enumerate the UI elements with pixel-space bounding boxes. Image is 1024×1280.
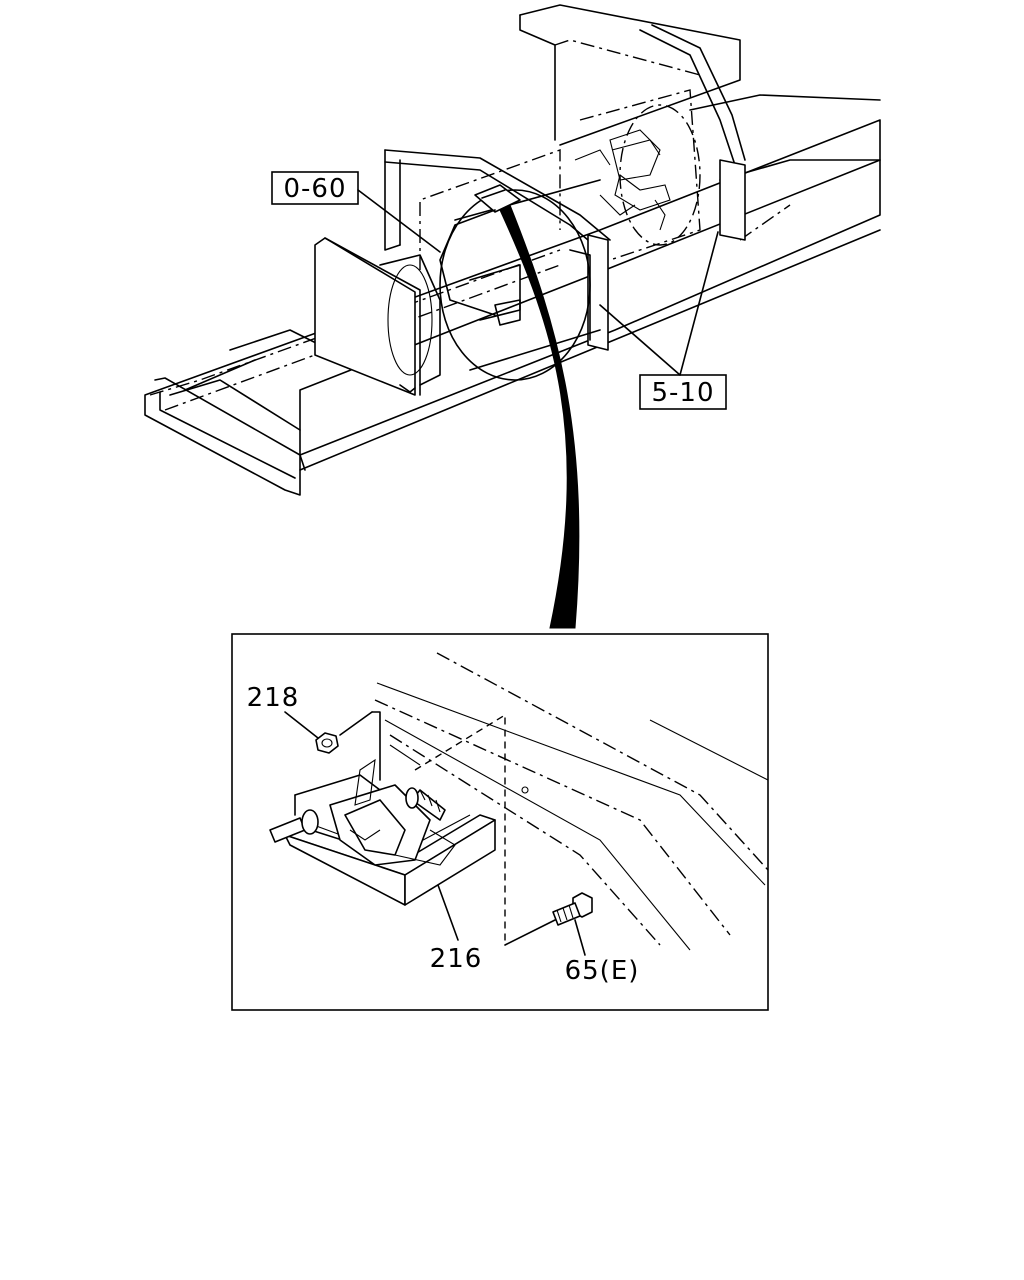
- callout-0-60[interactable]: 0-60: [271, 171, 441, 253]
- chassis-frame: [144, 4, 881, 496]
- part-218-label: 218: [247, 683, 300, 713]
- callout-5-10[interactable]: 5-10: [599, 231, 727, 410]
- part-216-label: 216: [430, 944, 483, 974]
- fuel-sender-unit: [269, 758, 456, 866]
- detail-view: [231, 633, 769, 1011]
- callout-5-10-label: 5-10: [651, 378, 714, 408]
- battery-box: [314, 237, 441, 396]
- nut-218[interactable]: 218: [247, 683, 339, 754]
- detail-pointer-curve: [499, 204, 580, 629]
- part-65e-label: 65(E): [565, 956, 640, 986]
- fuel-tank: [419, 89, 701, 381]
- bolt-65e[interactable]: 65(E): [552, 892, 640, 986]
- callout-0-60-label: 0-60: [283, 174, 346, 204]
- part-216-callout[interactable]: 216: [430, 884, 483, 974]
- brake-valve-assembly: [574, 129, 671, 231]
